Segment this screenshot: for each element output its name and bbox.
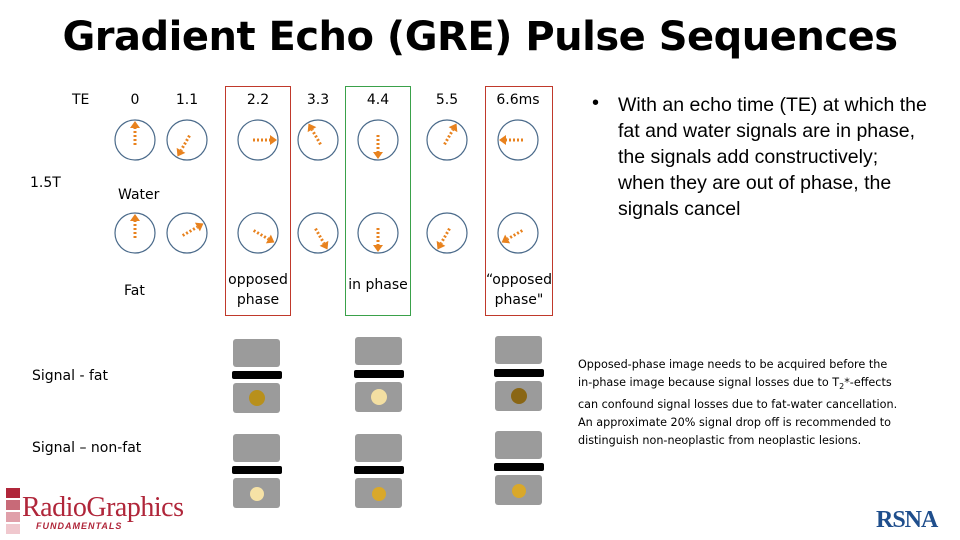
note-text: Opposed-phase image needs to be acquired… [578,356,898,450]
opposed-phase-box-1 [225,86,291,316]
te-value-6: 6.6ms [496,92,540,108]
field-strength-label: 1.5T [30,175,61,191]
te-value-2: 2.2 [246,92,270,108]
te-label: TE [72,92,90,108]
te-value-1: 1.1 [175,92,199,108]
water-phase-circle-1 [166,119,208,161]
rsna-logo: RSNA [876,507,938,533]
page-title: Gradient Echo (GRE) Pulse Sequences [62,14,898,60]
radiographics-logo-text: RadioGraphics [22,492,184,523]
opposed-phase-box-2 [485,86,553,316]
water-phase-circle-0 [114,119,156,161]
water-phase-circle-2 [237,119,279,161]
note-pre: Opposed-phase image needs to be acquired… [578,358,888,389]
in-phase-label: in phase [348,277,408,293]
fat-label: Fat [124,283,145,299]
water-phase-circle-3 [297,119,339,161]
in-phase-box [345,86,411,316]
fat-phase-circle-3 [297,212,339,254]
fat-phase-circle-4 [357,212,399,254]
water-phase-circle-5 [426,119,468,161]
water-label: Water [118,187,160,203]
water-phase-circle-6 [497,119,539,161]
water-phase-circle-4 [357,119,399,161]
te-value-5: 5.5 [435,92,459,108]
te-value-3: 3.3 [306,92,330,108]
fat-phase-circle-0 [114,212,156,254]
opposed-phase-label-1: opposed phase [228,272,288,308]
phase-diagram [114,119,539,254]
radiographics-logo-sub: FUNDAMENTALS [36,521,123,531]
fat-phase-circle-2 [237,212,279,254]
fat-phase-circle-6 [497,212,539,254]
signal-fat-label: Signal - fat [32,368,108,384]
fat-phase-circle-1 [166,212,208,254]
note-post: *-effects can confound signal losses due… [578,376,898,448]
te-value-4: 4.4 [366,92,390,108]
te-value-0: 0 [130,92,140,108]
fat-phase-circle-5 [426,212,468,254]
bullet-marker: • [592,92,600,114]
signal-nonfat-label: Signal – non-fat [32,440,142,456]
note-sub: 2 [839,382,845,392]
bullet-text: With an echo time (TE) at which the fat … [618,94,927,220]
opposed-phase-label-2: “opposed phase" [486,272,552,308]
